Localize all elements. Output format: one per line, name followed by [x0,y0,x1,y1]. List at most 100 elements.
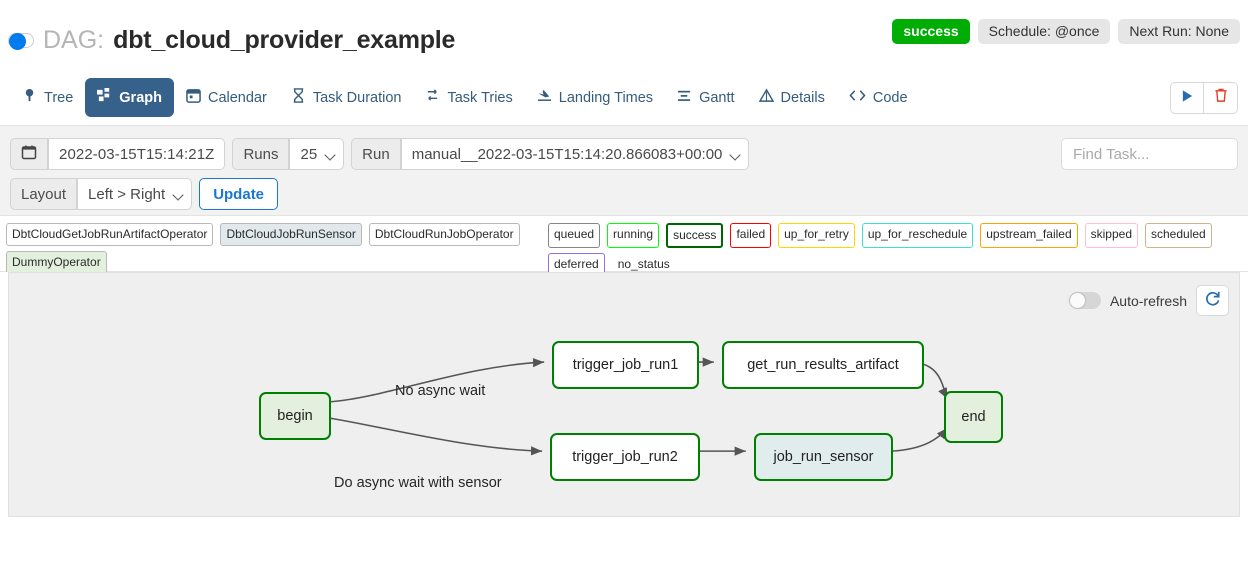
dag-title: DAG: dbt_cloud_provider_example [8,26,455,55]
gantt-icon [677,88,692,107]
layout-select[interactable]: Left > Right [77,178,193,210]
triangle-icon [758,88,774,107]
auto-refresh-label: Auto-refresh [1109,292,1187,309]
schedule-badge: Schedule: @once [977,19,1111,44]
auto-refresh-controls: Auto-refresh [1068,285,1229,316]
state-chip-up-for-retry: up_for_retry [778,223,855,248]
trash-icon [1214,88,1228,108]
edge-sensor-end [891,427,949,452]
dag-action-buttons [1170,82,1238,114]
operator-legend: DbtCloudGetJobRunArtifactOperator DbtClo… [6,223,536,274]
next-run-badge: Next Run: None [1118,19,1240,44]
layout-group: Layout Left > Right [10,178,193,210]
calendar-icon [186,88,201,107]
tab-label: Tree [44,89,74,106]
task-node-label: end [961,409,986,425]
tab-list: Tree Graph Calendar Task Duration Task T [10,78,920,117]
play-icon [1181,89,1194,108]
task-node-end[interactable]: end [944,391,1003,443]
operator-chip[interactable]: DbtCloudRunJobOperator [368,223,520,246]
dag-tabbar: Tree Graph Calendar Task Duration Task T [0,70,1248,126]
tab-label: Calendar [207,89,267,106]
task-node-trigger-job-run2[interactable]: trigger_job_run2 [550,433,700,481]
operator-chip[interactable]: DbtCloudGetJobRunArtifactOperator [6,223,214,246]
filter-row-1: 2022-03-15T15:14:21Z Runs 25 Run manual_… [10,138,1238,170]
state-legend: queued running success failed up_for_ret… [548,223,1242,276]
base-date-input[interactable]: 2022-03-15T15:14:21Z [48,138,226,170]
num-runs-select[interactable]: 25 [289,138,345,170]
task-node-get-run-results-artifact[interactable]: get_run_results_artifact [722,341,924,389]
dag-status-badges: success Schedule: @once Next Run: None [892,19,1240,44]
filter-row-2: Layout Left > Right Update [10,178,1238,210]
graph-filter-bar: 2022-03-15T15:14:21Z Runs 25 Run manual_… [0,126,1248,216]
tab-label: Details [780,89,825,106]
tree-icon [22,88,37,107]
state-chip-running: running [607,223,660,248]
graph-area: Auto-refresh begin trigger_j [0,272,1248,525]
task-node-label: job_run_sensor [773,449,874,465]
state-chip-no-status: no_status [617,257,670,271]
state-chip-scheduled: scheduled [1145,223,1212,248]
code-icon [849,88,866,107]
operator-chip[interactable]: DbtCloudJobRunSensor [220,223,362,246]
dag-pause-toggle[interactable] [8,33,34,50]
tab-calendar[interactable]: Calendar [174,78,279,117]
state-chip-failed: failed [730,223,772,248]
tab-code[interactable]: Code [837,78,920,117]
edge-begin-trigger1 [330,357,545,403]
tab-task-tries[interactable]: Task Tries [413,78,524,117]
runs-group: Runs 25 [232,138,345,170]
tab-graph[interactable]: Graph [85,78,174,117]
graph-icon [97,88,112,107]
tab-label: Task Tries [447,89,513,106]
run-label: Run [351,138,401,170]
edge-artifact-end [922,363,949,400]
tab-label: Gantt [699,89,735,106]
tab-details[interactable]: Details [747,78,837,117]
state-chip-upstream-failed: upstream_failed [980,223,1078,248]
hourglass-icon [291,88,306,107]
tab-tree[interactable]: Tree [10,78,85,117]
edge-label-do-async-wait: Do async wait with sensor [334,475,502,491]
runs-label: Runs [232,138,290,170]
tab-label: Landing Times [558,89,654,106]
dag-name: dbt_cloud_provider_example [113,26,456,54]
state-chip-success: success [666,223,724,248]
tab-label: Task Duration [312,89,402,106]
find-task-input[interactable] [1061,138,1238,170]
task-node-label: trigger_job_run2 [572,449,678,465]
task-node-label: get_run_results_artifact [747,357,899,373]
auto-refresh-toggle[interactable] [1068,292,1101,309]
state-chip-skipped: skipped [1084,223,1138,248]
update-button[interactable]: Update [199,178,279,210]
state-chip-queued: queued [548,223,601,248]
tab-task-duration[interactable]: Task Duration [279,78,414,117]
layout-label: Layout [10,178,78,210]
run-group: Run manual__2022-03-15T15:14:20.866083+0… [351,138,750,170]
task-node-job-run-sensor[interactable]: job_run_sensor [754,433,893,481]
base-date-group: 2022-03-15T15:14:21Z [10,138,226,170]
state-chip-up-for-reschedule: up_for_reschedule [861,223,974,248]
task-node-begin[interactable]: begin [259,392,331,440]
dag-run-select[interactable]: manual__2022-03-15T15:14:20.866083+00:00 [400,138,750,170]
task-node-trigger-job-run1[interactable]: trigger_job_run1 [552,341,699,389]
retry-icon [425,88,440,107]
operator-chip[interactable]: DummyOperator [6,251,107,274]
calendar-picker-button[interactable] [10,138,48,170]
landing-icon [537,88,552,107]
edge-label-no-async-wait: No async wait [395,383,486,399]
tab-landing-times[interactable]: Landing Times [525,78,665,117]
task-node-label: trigger_job_run1 [572,357,679,373]
edge-begin-trigger2 [330,417,543,456]
graph-legend: DbtCloudGetJobRunArtifactOperator DbtClo… [0,216,1248,276]
delete-dag-button[interactable] [1204,82,1238,114]
dag-header: DAG: dbt_cloud_provider_example success … [0,0,1248,70]
tab-gantt[interactable]: Gantt [665,78,746,117]
graph-canvas[interactable]: Auto-refresh begin trigger_j [8,272,1240,517]
tab-label: Graph [119,89,162,106]
trigger-dag-button[interactable] [1170,82,1204,114]
refresh-button[interactable] [1196,285,1229,316]
calendar-icon [21,144,37,164]
tab-label: Code [872,89,908,106]
task-node-label: begin [277,408,313,424]
